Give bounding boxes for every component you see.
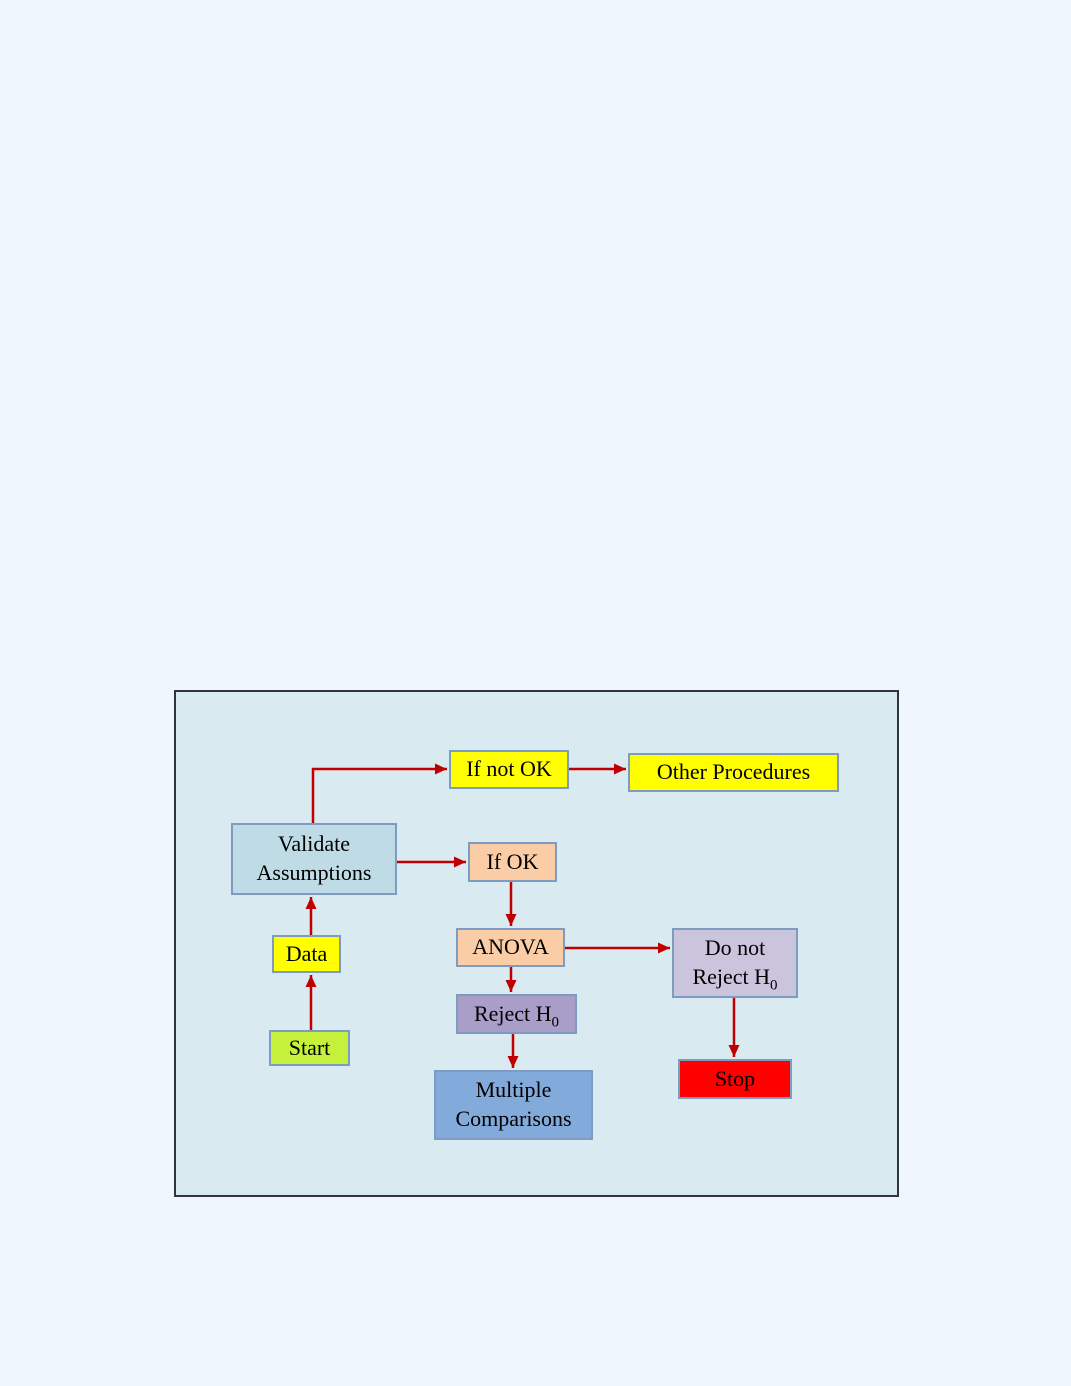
node-stop-label: Stop — [714, 1065, 756, 1091]
node-do-not-reject-h0-line2-text: Reject H — [692, 964, 771, 989]
node-multiple-comparisons: Multiple Comparisons — [434, 1070, 593, 1140]
node-multiple-comparisons-line1: Multiple — [475, 1077, 552, 1103]
node-stop: Stop — [678, 1059, 792, 1099]
arrow-validate-assumptions-to-if-not-ok — [311, 763, 447, 823]
flowchart-panel: If not OK Other Procedures Validate Assu… — [174, 690, 899, 1197]
node-if-not-ok-label: If not OK — [466, 756, 552, 782]
node-do-not-reject-h0-subscript: 0 — [770, 977, 778, 994]
node-reject-h0-label: Reject H0 — [473, 1000, 560, 1031]
node-if-not-ok: If not OK — [449, 750, 569, 789]
node-anova-label: ANOVA — [472, 934, 549, 960]
node-start-label: Start — [288, 1034, 331, 1060]
node-do-not-reject-h0-line1: Do not — [704, 935, 766, 961]
node-anova: ANOVA — [456, 928, 565, 967]
node-data: Data — [272, 935, 341, 973]
node-other-procedures: Other Procedures — [628, 753, 839, 792]
node-validate-assumptions-line2: Assumptions — [256, 860, 372, 885]
node-reject-h0-text: Reject H — [473, 1000, 552, 1026]
flowchart-arrows — [305, 763, 740, 1068]
node-if-ok: If OK — [468, 842, 557, 882]
node-data-label: Data — [285, 940, 328, 966]
node-do-not-reject-h0-line2: Reject H0 — [692, 963, 778, 994]
node-other-procedures-label: Other Procedures — [656, 759, 811, 785]
node-reject-h0-subscript: 0 — [551, 1014, 560, 1031]
node-validate-assumptions-line1: Validate — [277, 831, 351, 857]
node-validate-assumptions: Validate Assumptions — [231, 823, 397, 895]
node-reject-h0: Reject H0 — [456, 994, 577, 1034]
node-do-not-reject-h0: Do not Reject H0 — [672, 928, 798, 998]
node-multiple-comparisons-line2: Comparisons — [455, 1106, 572, 1131]
node-if-ok-label: If OK — [486, 848, 539, 874]
node-start: Start — [269, 1030, 350, 1066]
